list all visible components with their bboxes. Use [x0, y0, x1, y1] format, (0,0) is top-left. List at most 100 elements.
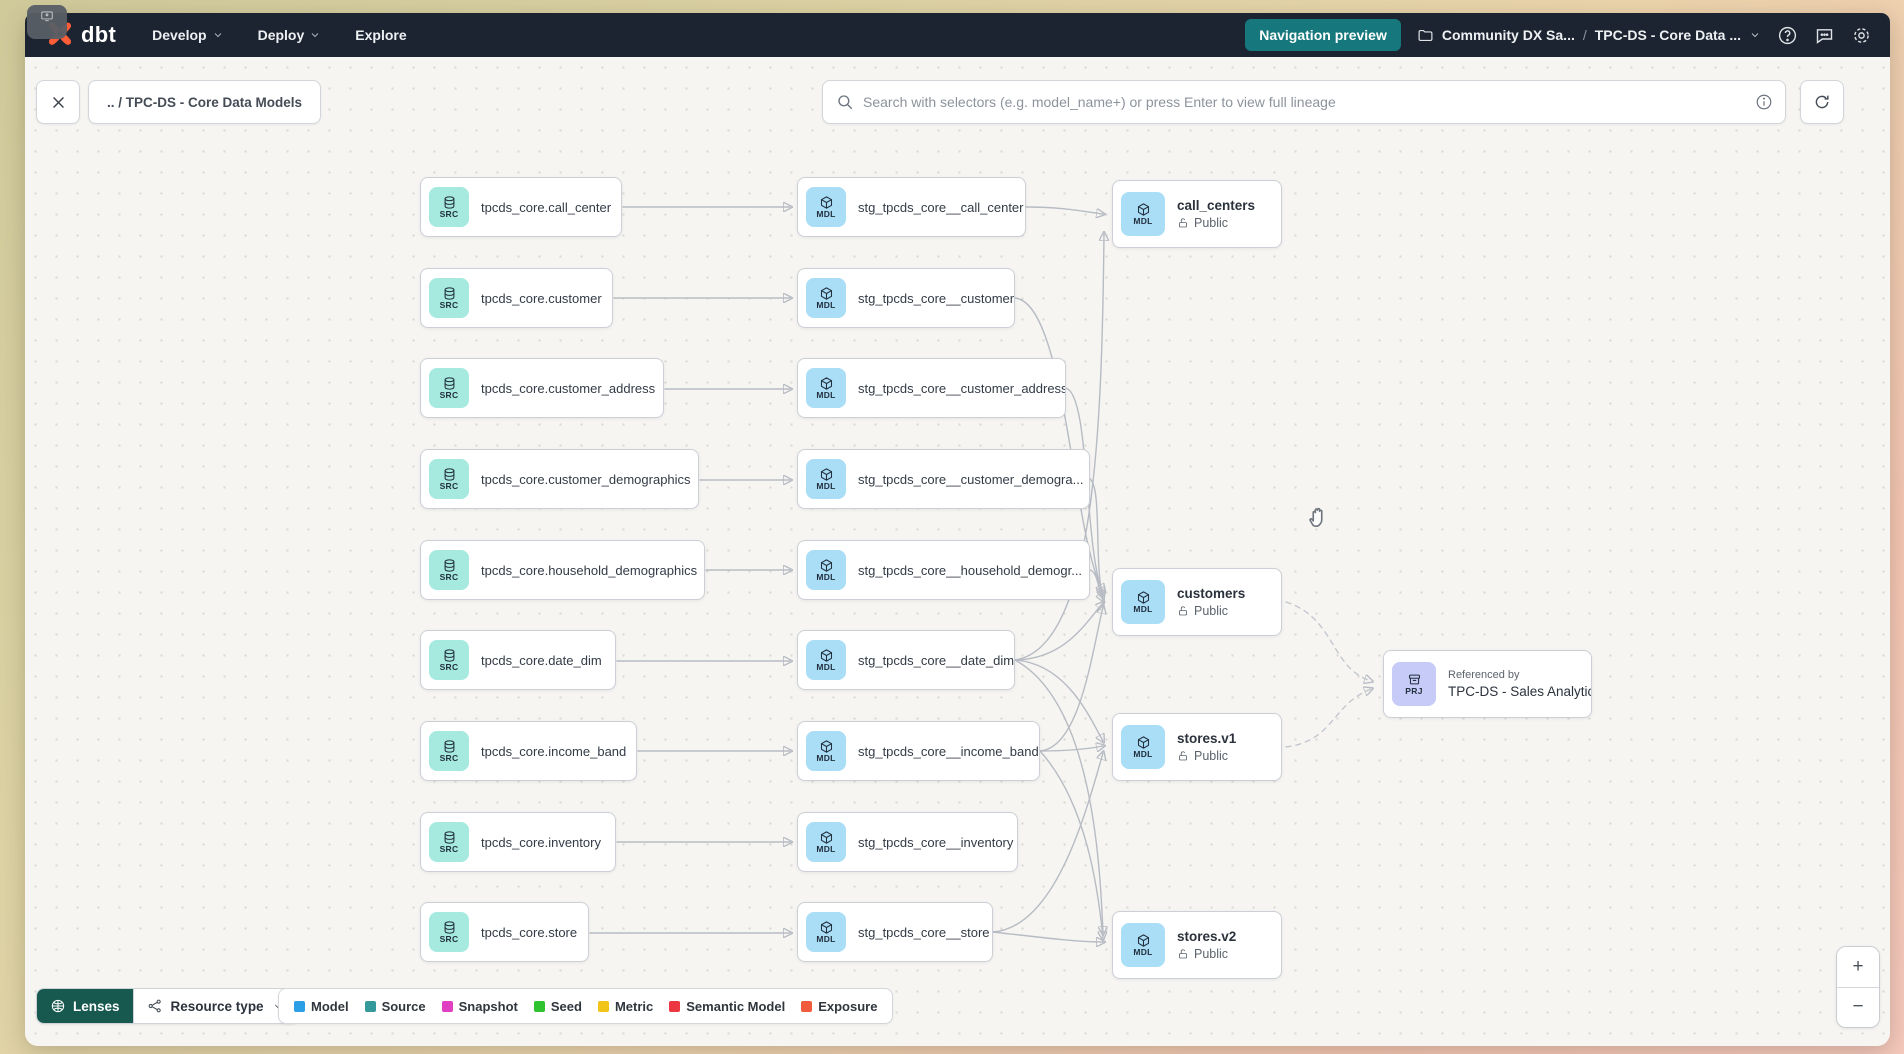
access-badge: Public [1177, 749, 1236, 763]
legend-item-exposure: Exposure [801, 999, 877, 1014]
nav-menu-develop[interactable]: Develop [152, 27, 223, 43]
breadcrumb: Community DX Sa... / TPC-DS - Core Data … [1417, 27, 1761, 44]
lineage-search [822, 80, 1786, 124]
nav-menu-deploy[interactable]: Deploy [258, 27, 322, 43]
source-node-customer-address[interactable]: SRC tpcds_core.customer_address [420, 358, 664, 418]
model-node-call-centers[interactable]: MDL call_centers Public [1112, 180, 1282, 248]
model-icon: MDL [806, 822, 846, 862]
lock-open-icon [1177, 605, 1189, 617]
source-icon: SRC [429, 550, 469, 590]
chevron-down-icon [212, 29, 224, 41]
model-node-stg-inventory[interactable]: MDL stg_tpcds_core__inventory [797, 812, 1018, 872]
legend-item-metric: Metric [597, 999, 653, 1014]
navigation-preview-button[interactable]: Navigation preview [1245, 19, 1401, 51]
model-node-customers[interactable]: MDL customers Public [1112, 568, 1282, 636]
model-node-stg-household-demographics[interactable]: MDL stg_tpcds_core__household_demogr... [797, 540, 1090, 600]
chevron-down-icon[interactable] [1749, 29, 1761, 41]
legend-item-seed: Seed [533, 999, 582, 1014]
lens-icon [50, 998, 66, 1014]
lock-open-icon [1177, 750, 1189, 762]
lock-open-icon [1177, 217, 1189, 229]
resource-graph-icon [147, 998, 163, 1014]
source-icon: SRC [429, 278, 469, 318]
chevron-down-icon [309, 29, 321, 41]
top-navbar: dbt Develop Deploy Explore Navigation pr… [25, 13, 1890, 57]
canvas-controls: Lenses Resource type [36, 988, 299, 1024]
nav-menu: Develop Deploy Explore [152, 27, 407, 43]
project-node-sales-analytics[interactable]: PRJ Referenced by TPC-DS - Sales Analyti… [1383, 650, 1592, 718]
source-node-call-center[interactable]: SRC tpcds_core.call_center [420, 177, 622, 237]
source-icon: SRC [429, 822, 469, 862]
model-icon: MDL [806, 640, 846, 680]
model-node-stg-date-dim[interactable]: MDL stg_tpcds_core__date_dim [797, 630, 1015, 690]
model-icon: MDL [806, 187, 846, 227]
refresh-icon [1813, 93, 1831, 111]
search-input[interactable] [863, 81, 1733, 123]
model-node-stg-customer[interactable]: MDL stg_tpcds_core__customer [797, 268, 1015, 328]
source-node-customer[interactable]: SRC tpcds_core.customer [420, 268, 613, 328]
source-node-store[interactable]: SRC tpcds_core.store [420, 902, 589, 962]
breadcrumb-project[interactable]: Community DX Sa... [1441, 27, 1575, 43]
model-icon: MDL [806, 912, 846, 952]
model-node-stores-v1[interactable]: MDL stores.v1 Public [1112, 713, 1282, 781]
folder-icon [1417, 27, 1434, 44]
access-badge: Public [1177, 216, 1255, 230]
search-icon [836, 93, 854, 111]
source-node-date-dim[interactable]: SRC tpcds_core.date_dim [420, 630, 616, 690]
nav-right: Navigation preview Community DX Sa... / … [1245, 19, 1872, 51]
source-icon: SRC [429, 731, 469, 771]
model-node-stores-v2[interactable]: MDL stores.v2 Public [1112, 911, 1282, 979]
lineage-breadcrumb-chip[interactable]: .. / TPC-DS - Core Data Models [88, 80, 322, 124]
lenses-button[interactable]: Lenses [37, 989, 133, 1023]
model-icon: MDL [1121, 725, 1165, 769]
legend-item-semantic-model: Semantic Model [669, 999, 785, 1014]
zoom-controls: + − [1836, 946, 1880, 1028]
model-icon: MDL [806, 278, 846, 318]
model-icon: MDL [1121, 192, 1165, 236]
zoom-in-button[interactable]: + [1837, 947, 1879, 988]
close-lineage-button[interactable] [36, 80, 80, 124]
model-node-stg-income-band[interactable]: MDL stg_tpcds_core__income_band [797, 721, 1040, 781]
source-icon: SRC [429, 459, 469, 499]
refresh-lineage-button[interactable] [1800, 80, 1844, 124]
feedback-icon[interactable] [1814, 25, 1835, 46]
nav-menu-explore[interactable]: Explore [355, 27, 407, 43]
legend-item-model: Model [294, 999, 349, 1014]
model-node-stg-customer-demographics[interactable]: MDL stg_tpcds_core__customer_demogra... [797, 449, 1090, 509]
model-icon: MDL [1121, 580, 1165, 624]
access-badge: Public [1177, 604, 1245, 618]
source-node-income-band[interactable]: SRC tpcds_core.income_band [420, 721, 637, 781]
screen-share-tab [27, 5, 67, 39]
project-icon: PRJ [1392, 662, 1436, 706]
info-icon[interactable] [1755, 93, 1773, 111]
model-icon: MDL [806, 459, 846, 499]
model-icon: MDL [806, 550, 846, 590]
breadcrumb-page[interactable]: TPC-DS - Core Data ... [1594, 27, 1741, 43]
model-icon: MDL [806, 731, 846, 771]
grab-cursor-icon [1309, 507, 1323, 527]
help-icon[interactable] [1777, 25, 1798, 46]
source-node-household-demographics[interactable]: SRC tpcds_core.household_demographics [420, 540, 705, 600]
resource-type-dropdown[interactable]: Resource type [132, 989, 298, 1023]
source-icon: SRC [429, 640, 469, 680]
model-node-stg-customer-address[interactable]: MDL stg_tpcds_core__customer_address [797, 358, 1066, 418]
model-node-stg-call-center[interactable]: MDL stg_tpcds_core__call_center [797, 177, 1026, 237]
lineage-canvas[interactable] [25, 57, 1890, 1046]
model-node-stg-store[interactable]: MDL stg_tpcds_core__store [797, 902, 993, 962]
source-node-inventory[interactable]: SRC tpcds_core.inventory [420, 812, 616, 872]
screen-share-icon [39, 9, 55, 23]
zoom-out-button[interactable]: − [1837, 987, 1879, 1027]
dbt-logo-text: dbt [81, 22, 117, 47]
app-window: dbt Develop Deploy Explore Navigation pr… [25, 13, 1890, 1046]
settings-gear-icon[interactable] [1851, 25, 1872, 46]
lock-open-icon [1177, 948, 1189, 960]
model-icon: MDL [806, 368, 846, 408]
source-node-customer-demographics[interactable]: SRC tpcds_core.customer_demographics [420, 449, 699, 509]
source-icon: SRC [429, 912, 469, 952]
resource-type-legend: Model Source Snapshot Seed Metric Semant… [278, 988, 894, 1024]
access-badge: Public [1177, 947, 1236, 961]
close-icon [50, 94, 67, 111]
legend-item-snapshot: Snapshot [441, 999, 518, 1014]
source-icon: SRC [429, 368, 469, 408]
source-icon: SRC [429, 187, 469, 227]
